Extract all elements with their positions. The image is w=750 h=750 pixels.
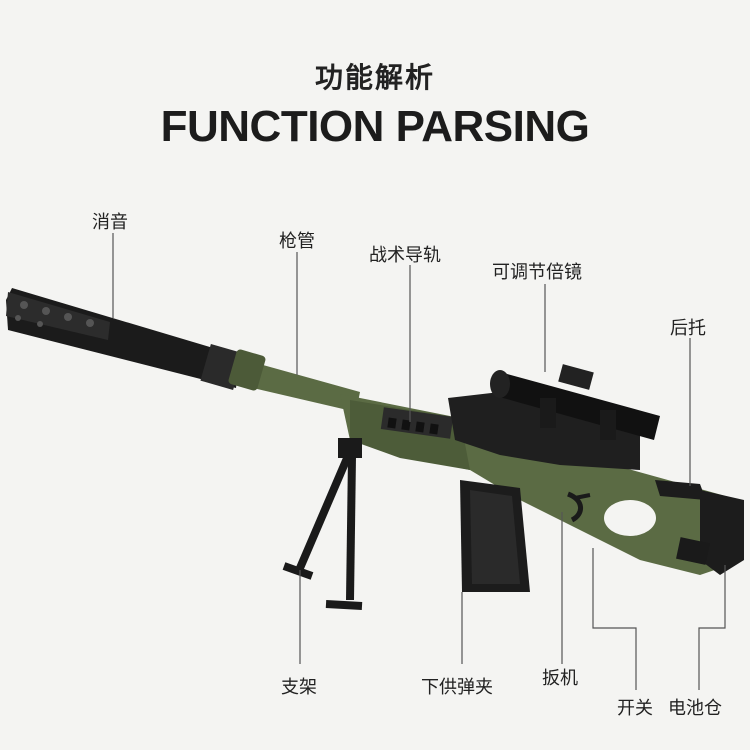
label-magazine: 下供弹夹	[421, 677, 493, 698]
label-scope: 可调节倍镜	[492, 262, 582, 283]
bipod-part	[282, 438, 363, 610]
barrel-part	[228, 349, 360, 412]
page-title-chinese: 功能解析	[314, 61, 435, 94]
magazine-part	[460, 480, 530, 592]
trigger-part	[566, 491, 591, 523]
silencer-part	[6, 288, 244, 390]
scope-part	[490, 364, 660, 440]
label-silencer: 消音	[92, 212, 128, 233]
label-bipod: 支架	[281, 677, 317, 698]
leader-lines	[112, 233, 726, 690]
label-battery: 电池仓	[668, 698, 722, 719]
body-part	[340, 392, 744, 575]
page-title-english: FUNCTION PARSING	[160, 102, 590, 151]
label-trigger: 扳机	[542, 668, 578, 689]
label-switch: 开关	[617, 698, 653, 719]
label-barrel: 枪管	[279, 231, 315, 252]
label-tactical-rail: 战术导轨	[369, 245, 441, 266]
label-butt-stock: 后托	[670, 318, 706, 339]
